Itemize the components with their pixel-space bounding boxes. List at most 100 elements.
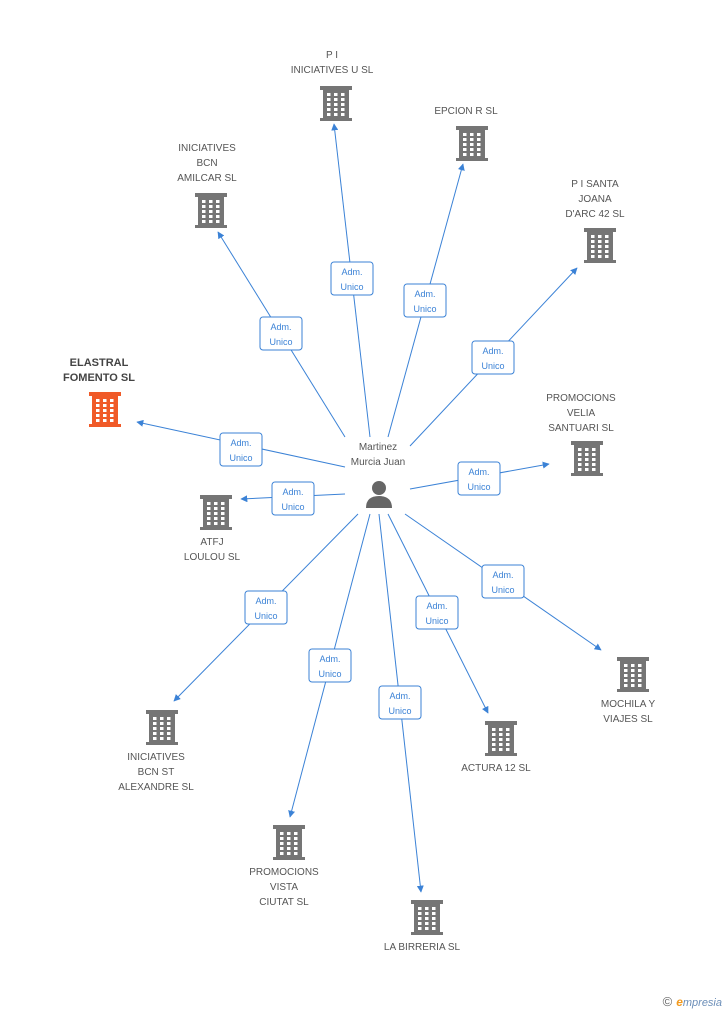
company-node-la-birreria[interactable]: LA BIRRERIA SL <box>384 900 461 953</box>
building-window <box>624 664 628 667</box>
building-window <box>432 917 436 920</box>
building-window <box>216 215 220 218</box>
building-icon <box>200 495 232 530</box>
edge-label-line-2: Unico <box>269 337 292 347</box>
building-icon <box>485 721 517 756</box>
building-window <box>432 912 436 915</box>
building-window <box>103 419 107 422</box>
building-window <box>506 728 510 731</box>
edges-layer: Adm.UnicoAdm.UnicoAdm.UnicoAdm.UnicoAdm.… <box>136 123 602 893</box>
building-window <box>214 517 218 520</box>
company-name-line-1: P I <box>326 50 338 61</box>
building-window <box>280 832 284 835</box>
edge-label-promocions-velia[interactable]: Adm.Unico <box>457 461 501 496</box>
building-window <box>287 832 291 835</box>
building-window <box>202 215 206 218</box>
brand-initial: e <box>676 994 683 1009</box>
building-window <box>492 743 496 746</box>
center-person[interactable]: Martinez Murcia Juan <box>351 442 405 508</box>
building-window <box>110 404 114 407</box>
building-window <box>585 458 589 461</box>
company-name-line-1: LA BIRRERIA SL <box>384 942 461 953</box>
building-window <box>207 512 211 515</box>
building-window <box>216 205 220 208</box>
building-window <box>214 522 218 525</box>
building-window <box>221 502 225 505</box>
edge-label-actura-12[interactable]: Adm.Unico <box>415 595 459 630</box>
company-node-epcion-r[interactable]: EPCION R SL <box>434 106 498 161</box>
edge-label-elastral-fomento[interactable]: Adm.Unico <box>219 432 263 467</box>
building-window <box>216 220 220 223</box>
edge-label-line-2: Unico <box>413 304 436 314</box>
building-window <box>209 200 213 203</box>
edge-label-la-birreria[interactable]: Adm.Unico <box>378 685 422 720</box>
building-window <box>341 113 345 116</box>
building-window <box>638 669 642 672</box>
edge-label-box <box>244 590 288 625</box>
building-window <box>591 255 595 258</box>
edge-label-box <box>415 595 459 630</box>
edge-label-line-1: Adm. <box>482 346 503 356</box>
building-window <box>418 907 422 910</box>
edge-label-epcion-r[interactable]: Adm.Unico <box>403 283 447 318</box>
building-window <box>598 245 602 248</box>
building-window <box>591 245 595 248</box>
edge-label-line-1: Adm. <box>255 596 276 606</box>
building-window <box>425 927 429 930</box>
building-window <box>492 728 496 731</box>
building-icon <box>195 193 227 228</box>
building-window <box>418 917 422 920</box>
company-name-line-3: AMILCAR SL <box>177 173 237 184</box>
edge-label-box <box>403 283 447 318</box>
building-window <box>110 419 114 422</box>
building-window <box>585 468 589 471</box>
company-node-actura-12[interactable]: ACTURA 12 SL <box>461 721 531 774</box>
brand-logo[interactable]: empresia <box>676 995 722 1009</box>
building-window <box>202 200 206 203</box>
building-window <box>96 409 100 412</box>
building-window <box>592 458 596 461</box>
building-window <box>287 842 291 845</box>
building-window <box>207 502 211 505</box>
edge-label-line-1: Adm. <box>230 438 251 448</box>
company-name-line-2: INICIATIVES U SL <box>291 65 374 76</box>
person-icon <box>366 481 392 508</box>
edge-label-promocions-vista[interactable]: Adm.Unico <box>308 648 352 683</box>
building-window <box>287 852 291 855</box>
edge-label-pi-santa-joana[interactable]: Adm.Unico <box>471 340 515 375</box>
building-window <box>585 448 589 451</box>
edge-label-atfj-loulou[interactable]: Adm.Unico <box>271 481 315 516</box>
building-window <box>598 235 602 238</box>
building-window <box>294 847 298 850</box>
edge-label-iniciatives-bcn-amilcar[interactable]: Adm.Unico <box>259 316 303 351</box>
building-window <box>327 108 331 111</box>
building-window <box>160 727 164 730</box>
copyright-symbol: © <box>662 994 673 1009</box>
edge-label-pi-iniciatives-u[interactable]: Adm.Unico <box>330 261 374 296</box>
building-window <box>631 679 635 682</box>
building-window <box>638 674 642 677</box>
edge-label-iniciatives-bcn-st[interactable]: Adm.Unico <box>244 590 288 625</box>
building-icon <box>571 441 603 476</box>
building-window <box>96 414 100 417</box>
building-icon <box>146 710 178 745</box>
company-name-line-2: FOMENTO SL <box>63 372 135 384</box>
building-window <box>287 837 291 840</box>
building-window <box>470 143 474 146</box>
building-window <box>280 847 284 850</box>
edge-label-line-2: Unico <box>388 706 411 716</box>
person-name-line-2: Murcia Juan <box>351 457 405 468</box>
building-window <box>506 748 510 751</box>
company-node-pi-iniciatives-u[interactable]: P I INICIATIVES U SL <box>291 50 374 121</box>
edge-label-box <box>259 316 303 351</box>
edge-label-mochila-viajes[interactable]: Adm.Unico <box>481 564 525 599</box>
building-window <box>167 727 171 730</box>
